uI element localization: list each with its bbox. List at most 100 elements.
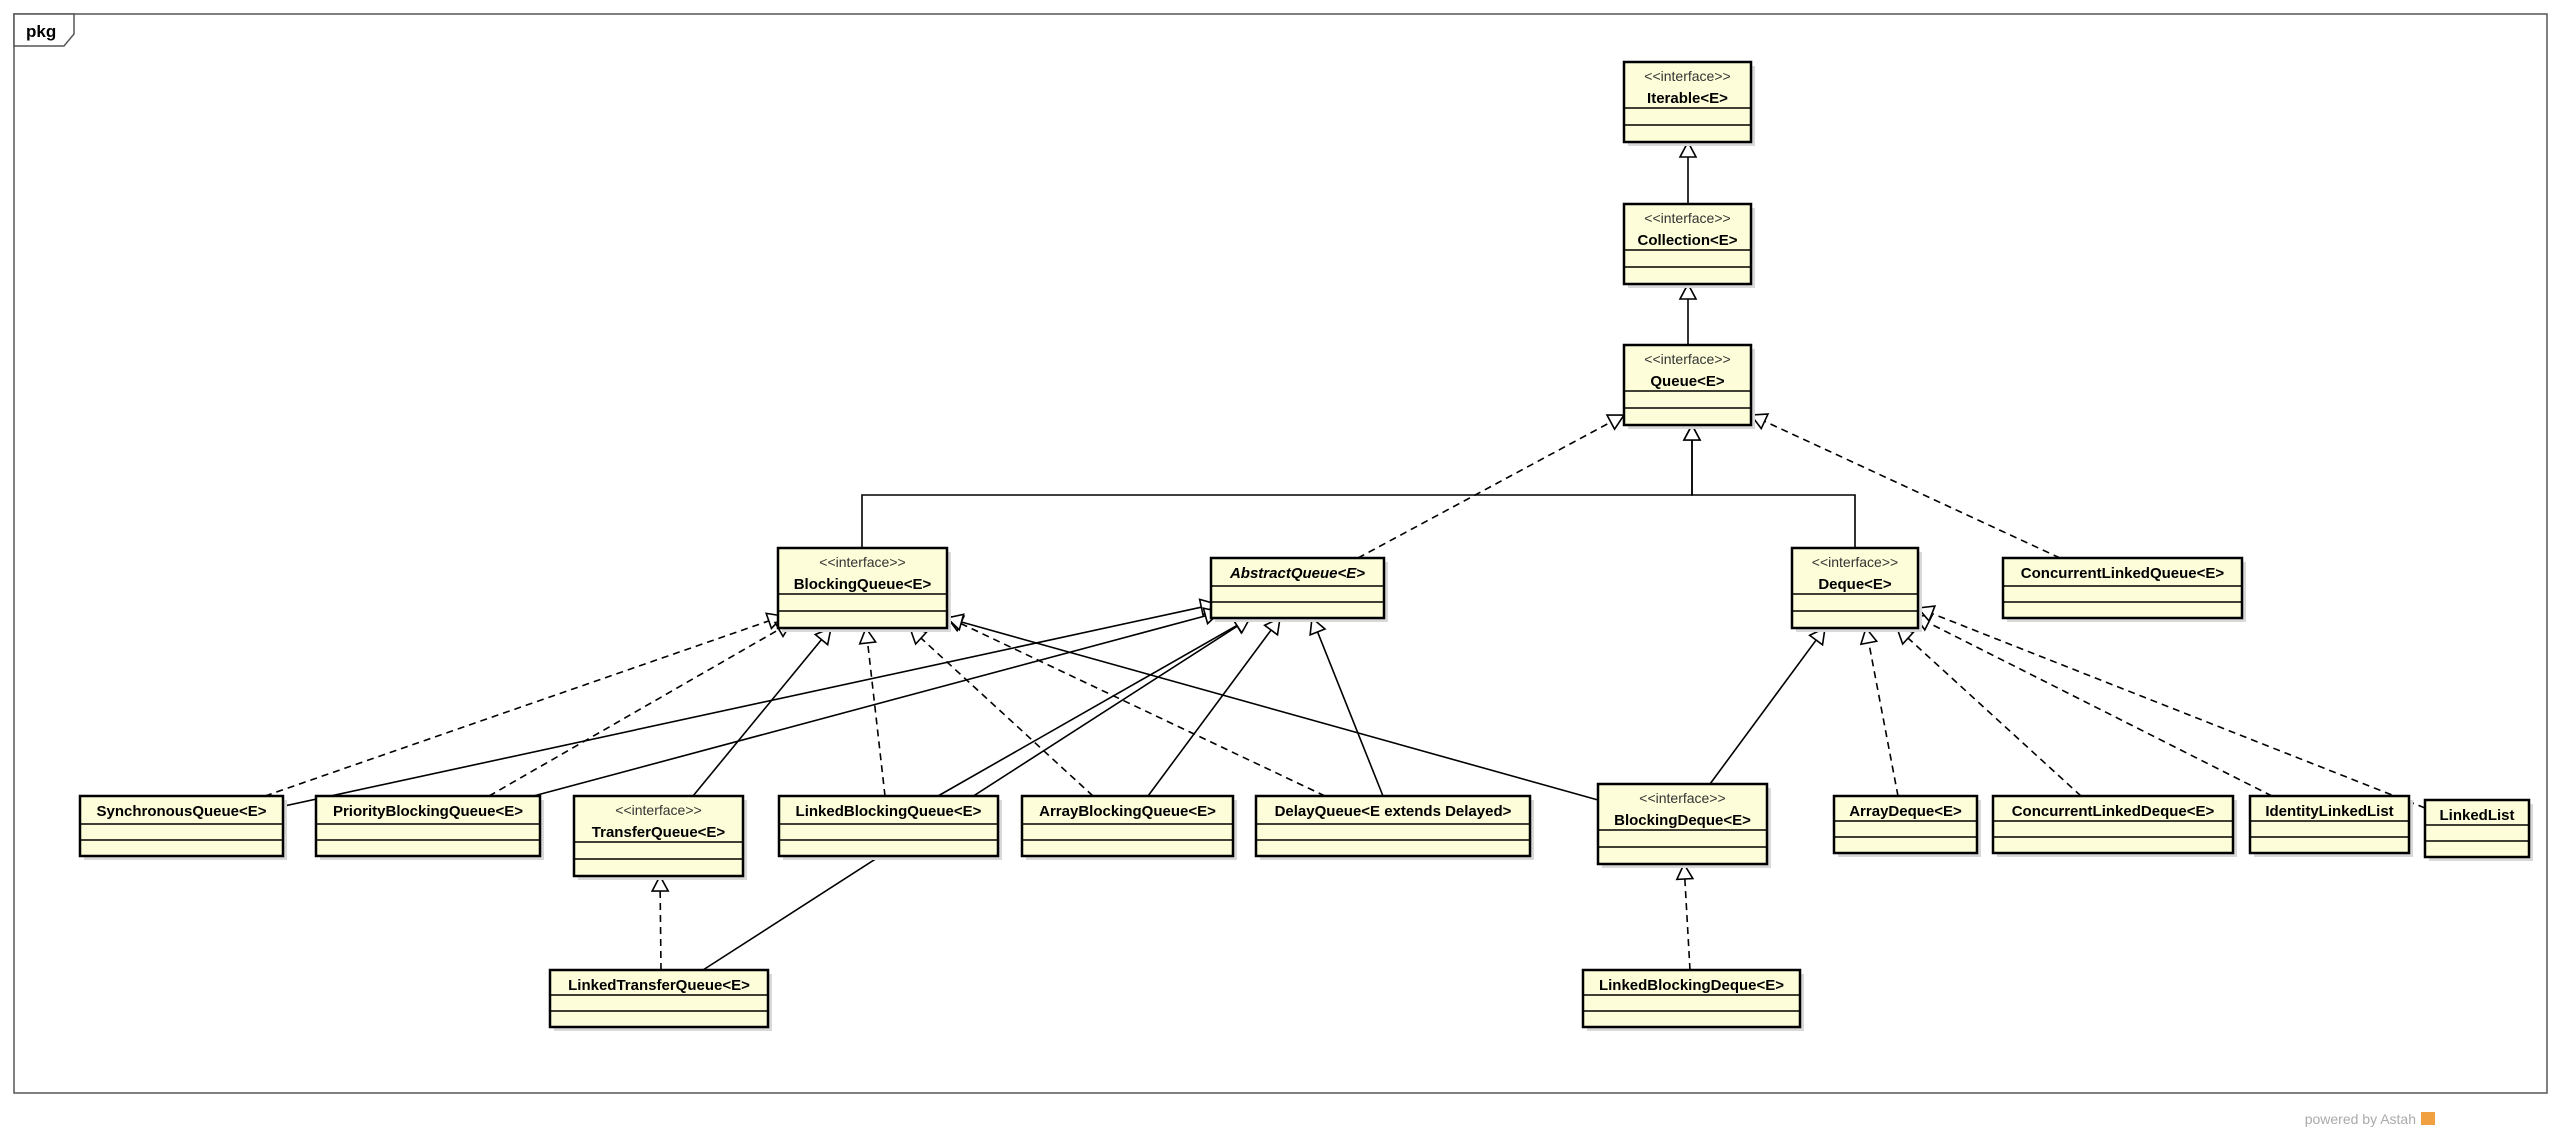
- relation-line: [1316, 631, 1384, 797]
- relation-linkedlist-to-deque: [1916, 605, 2426, 809]
- class-blockingqueue[interactable]: <<interface>> BlockingQueue<E>: [776, 546, 951, 632]
- class-deque[interactable]: <<interface>> Deque<E>: [1790, 546, 1922, 632]
- classes-layer: <<interface>>Iterable<E> <<interface>>Col…: [78, 60, 2533, 1031]
- class-abstractqueue[interactable]: AbstractQueue<E>: [1209, 556, 1388, 622]
- hollow-triangle-arrow-icon: [1749, 413, 1770, 431]
- class-name: LinkedList: [2439, 807, 2514, 824]
- class-box: [2423, 798, 2531, 859]
- class-box: [1622, 343, 1753, 427]
- class-box: [777, 794, 1000, 858]
- class-name: TransferQueue<E>: [592, 824, 726, 841]
- class-box: [1254, 794, 1532, 858]
- relation-transferqueue-to-blockingqueue: [692, 626, 833, 797]
- class-name: AbstractQueue<E>: [1229, 565, 1365, 582]
- class-name: ArrayBlockingQueue<E>: [1039, 803, 1216, 820]
- class-name: ConcurrentLinkedDeque<E>: [2012, 803, 2215, 820]
- relation-synchronousqueue-to-blockingqueue: [264, 612, 785, 797]
- relation-line: [488, 628, 780, 797]
- class-linkedblockingqueue[interactable]: LinkedBlockingQueue<E>: [777, 794, 1002, 860]
- relation-line: [242, 606, 1202, 816]
- class-name: ArrayDeque<E>: [1849, 803, 1962, 820]
- class-delayqueue[interactable]: DelayQueue<E extends Delayed>: [1254, 794, 1534, 860]
- class-stereotype: <<interface>>: [1644, 68, 1730, 84]
- relation-line: [1931, 612, 2426, 809]
- relation-line: [499, 615, 1206, 806]
- hollow-triangle-arrow-icon: [1678, 140, 1698, 158]
- class-box: [1209, 556, 1386, 620]
- class-name: IdentityLinkedList: [2265, 803, 2393, 820]
- hollow-triangle-arrow-icon: [1682, 423, 1702, 441]
- relation-line: [920, 637, 1094, 797]
- class-box: [1622, 202, 1753, 286]
- class-linkedtransferqueue[interactable]: LinkedTransferQueue<E>: [548, 968, 772, 1031]
- relation-line: [1684, 878, 1691, 971]
- relation-line: [264, 620, 770, 797]
- class-box: [548, 968, 770, 1029]
- class-identitylinkedlist[interactable]: IdentityLinkedList: [2248, 794, 2413, 857]
- relations-layer: [242, 140, 2426, 971]
- relation-synchronousqueue-to-abstractqueue: [242, 598, 1218, 816]
- class-box: [2248, 794, 2411, 855]
- relation-linkedtransferqueue-to-abstractqueue: [702, 617, 1252, 971]
- class-name: BlockingQueue<E>: [794, 576, 932, 593]
- relation-line: [659, 890, 662, 971]
- class-box: [78, 794, 285, 858]
- relation-line: [960, 622, 1326, 797]
- relation-line: [1691, 440, 1856, 548]
- class-queue[interactable]: <<interface>> Queue<E>: [1622, 343, 1755, 429]
- class-stereotype: <<interface>>: [819, 554, 905, 570]
- relation-line: [1147, 629, 1272, 797]
- hollow-triangle-arrow-icon: [1675, 862, 1695, 881]
- class-linkedblockingdeque[interactable]: LinkedBlockingDeque<E>: [1581, 968, 1804, 1031]
- relation-line: [1868, 642, 1899, 797]
- class-box: [1790, 546, 1920, 630]
- relation-line: [866, 642, 886, 797]
- relation-delayqueue-to-abstractqueue: [1309, 616, 1384, 797]
- class-stereotype: <<interface>>: [1644, 210, 1730, 226]
- watermark: powered by Astah: [2305, 1111, 2435, 1127]
- relation-line: [961, 621, 1599, 801]
- class-name: Queue<E>: [1650, 373, 1724, 390]
- class-box: [1596, 782, 1769, 866]
- relation-line: [1907, 637, 2082, 797]
- hollow-triangle-arrow-icon: [1916, 605, 1937, 623]
- class-arraydeque[interactable]: ArrayDeque<E>: [1832, 794, 1981, 857]
- hollow-triangle-arrow-icon: [1309, 616, 1327, 637]
- class-synchronousqueue[interactable]: SynchronousQueue<E>: [78, 794, 287, 860]
- class-arrayblockingqueue[interactable]: ArrayBlockingQueue<E>: [1020, 794, 1237, 860]
- relation-delayqueue-to-blockingqueue: [945, 615, 1326, 797]
- relation-queue-to-collection: [1678, 282, 1698, 345]
- relation-linkedblockingqueue-to-abstractqueue: [937, 617, 1252, 797]
- class-box: [572, 794, 745, 878]
- class-transferqueue[interactable]: <<interface>> TransferQueue<E>: [572, 794, 747, 880]
- class-stereotype: <<interface>>: [1812, 554, 1898, 570]
- relation-deque-to-queue: [1682, 423, 1856, 548]
- relation-concurrentlinkedqueue-to-queue: [1749, 413, 2061, 559]
- class-concurrentlinkedqueue[interactable]: ConcurrentLinkedQueue<E>: [2001, 556, 2246, 622]
- class-stereotype: <<interface>>: [615, 802, 701, 818]
- hollow-triangle-arrow-icon: [945, 613, 965, 632]
- class-box: [1832, 794, 1979, 855]
- relation-line: [1709, 639, 1817, 785]
- relation-line: [1357, 421, 1612, 559]
- class-name: SynchronousQueue<E>: [96, 803, 266, 820]
- relation-collection-to-iterable: [1678, 140, 1698, 204]
- class-collection[interactable]: <<interface>>Collection<E>: [1622, 202, 1755, 288]
- relation-line: [692, 639, 823, 797]
- hollow-triangle-arrow-icon: [1605, 414, 1626, 431]
- class-priorityblockingqueue[interactable]: PriorityBlockingQueue<E>: [314, 794, 544, 860]
- relation-linkedtransferqueue-to-transferqueue: [650, 874, 670, 971]
- watermark-text: powered by Astah: [2305, 1111, 2416, 1127]
- class-stereotype: <<interface>>: [1644, 351, 1730, 367]
- relation-blockingqueue-to-queue: [861, 423, 1702, 548]
- relation-linkedblockingdeque-to-blockingdeque: [1675, 862, 1695, 971]
- hollow-triangle-arrow-icon: [1859, 626, 1879, 646]
- class-concurrentlinkeddeque[interactable]: ConcurrentLinkedDeque<E>: [1991, 794, 2237, 857]
- class-iterable[interactable]: <<interface>>Iterable<E>: [1622, 60, 1755, 146]
- class-blockingdeque[interactable]: <<interface>>BlockingDeque<E>: [1596, 782, 1771, 868]
- package-frame: pkg: [13, 13, 2548, 1094]
- class-linkedlist[interactable]: LinkedList: [2423, 798, 2533, 861]
- relation-priorityblockingqueue-to-blockingqueue: [488, 621, 794, 797]
- class-name: Deque<E>: [1818, 576, 1892, 593]
